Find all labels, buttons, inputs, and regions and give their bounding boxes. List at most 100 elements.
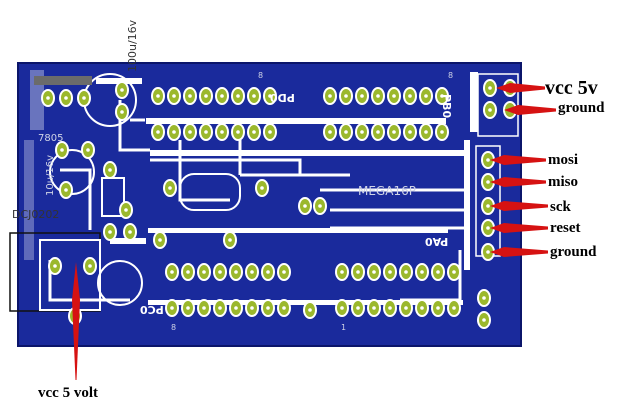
pd-pad-hole: [204, 94, 208, 98]
component-pad-hole: [318, 204, 322, 208]
pb-pad-hole: [344, 94, 348, 98]
pin1-bottom-label: 1: [341, 323, 347, 332]
pa-pad-hole: [452, 306, 456, 310]
pa-pad-hole: [404, 270, 408, 274]
component-pad-hole: [60, 148, 64, 152]
vcc-5-volt-label: vcc 5 volt: [38, 385, 98, 401]
pa-pad-hole: [388, 306, 392, 310]
pa-pad-hole: [404, 306, 408, 310]
miso-arrow: [490, 177, 546, 187]
regulator-heatsink: [34, 76, 92, 85]
pd-pad-hole: [268, 130, 272, 134]
ground-isp-arrow: [490, 247, 548, 257]
pa-pad-hole: [372, 306, 376, 310]
pa-pad-hole: [436, 306, 440, 310]
pc-pad-hole: [250, 270, 254, 274]
port-a-label: PA0: [425, 235, 449, 248]
pin8-right-label: 8: [448, 71, 454, 80]
pa-pad-hole: [372, 270, 376, 274]
pc-pad-hole: [266, 270, 270, 274]
pc-pad-hole: [234, 270, 238, 274]
pa-pad-hole: [340, 270, 344, 274]
traces: [48, 100, 470, 302]
pb-pad-hole: [440, 94, 444, 98]
pd-pad-hole: [220, 130, 224, 134]
pb-pad-hole: [424, 94, 428, 98]
power-pad-hole: [488, 108, 492, 112]
regulator-pad-hole: [64, 96, 68, 100]
component-pad-hole: [124, 208, 128, 212]
regulator-cap-label: 10u/16v: [45, 154, 56, 196]
ground-top-label: ground: [558, 100, 605, 116]
dc-jack-pad-hole: [53, 264, 57, 268]
pc-pad-hole: [202, 270, 206, 274]
pc-pad-hole: [202, 306, 206, 310]
pa-pad-hole: [340, 306, 344, 310]
port-c-label: PC0: [140, 303, 164, 316]
isp-pad-hole: [486, 226, 490, 230]
component-pad-hole: [128, 230, 132, 234]
component-pad-hole: [108, 230, 112, 234]
pc-pad-hole: [250, 306, 254, 310]
pd-pad-hole: [236, 130, 240, 134]
pd-pad-hole: [236, 94, 240, 98]
pb-pad-hole: [328, 130, 332, 134]
pin8-bottom-label: 8: [171, 323, 177, 332]
ground-isp-label: ground: [550, 244, 597, 260]
miso-label: miso: [548, 174, 578, 190]
pb-pad-hole: [392, 130, 396, 134]
component-pad-hole: [482, 296, 486, 300]
sck-arrow: [490, 201, 548, 211]
power-pad-hole: [488, 86, 492, 90]
pa-pad-hole: [388, 270, 392, 274]
pb-pad-hole: [360, 130, 364, 134]
isp-pad-hole: [486, 250, 490, 254]
pads: [41, 79, 517, 329]
regulator-pad-hole: [82, 96, 86, 100]
pb-pad-hole: [328, 94, 332, 98]
pb-pad-hole: [440, 130, 444, 134]
pa-pad-hole: [420, 306, 424, 310]
component-pad-hole: [158, 238, 162, 242]
pa-pad-hole: [356, 270, 360, 274]
pc-pad-hole: [218, 306, 222, 310]
pb-pad-hole: [376, 94, 380, 98]
pc-pad-hole: [186, 270, 190, 274]
port-b-label: PB0: [440, 94, 453, 119]
reset-arrow: [490, 223, 548, 233]
mosi-label: mosi: [548, 152, 578, 168]
arrows: [72, 83, 556, 380]
isp-pad-hole: [486, 158, 490, 162]
pd-pad-hole: [220, 94, 224, 98]
vcc-5v-label: vcc 5v: [545, 77, 598, 99]
pc-pad-hole: [218, 270, 222, 274]
pc-pad-hole: [186, 306, 190, 310]
pb-pad-hole: [424, 130, 428, 134]
isp-pad-hole: [486, 180, 490, 184]
pc-pad-hole: [282, 270, 286, 274]
pd-pad-hole: [156, 94, 160, 98]
pc-pad-hole: [266, 306, 270, 310]
pd-pad-hole: [156, 130, 160, 134]
pc-pad-hole: [234, 306, 238, 310]
vcc-5-volt-arrow: [72, 262, 80, 380]
component-pad-hole: [168, 186, 172, 190]
capacitor-pad-hole: [120, 110, 124, 114]
pb-pad-hole: [360, 94, 364, 98]
component-pad-hole: [308, 308, 312, 312]
dc-jack-label: DCJ0202: [12, 208, 60, 221]
component-pad-hole: [228, 238, 232, 242]
dc-jack-pad-hole: [88, 264, 92, 268]
pb-pad-hole: [408, 94, 412, 98]
pd-pad-hole: [252, 130, 256, 134]
pa-pad-hole: [356, 306, 360, 310]
component-pad-hole: [482, 318, 486, 322]
component-pad-hole: [108, 168, 112, 172]
ground-top-arrow: [504, 105, 556, 115]
pc-pad-hole: [282, 306, 286, 310]
pb-pad-hole: [376, 130, 380, 134]
port-d-label: PD0: [270, 91, 295, 104]
pc-pad-hole: [170, 306, 174, 310]
pd-pad-hole: [252, 94, 256, 98]
pin8-top-label: 8: [258, 71, 264, 80]
